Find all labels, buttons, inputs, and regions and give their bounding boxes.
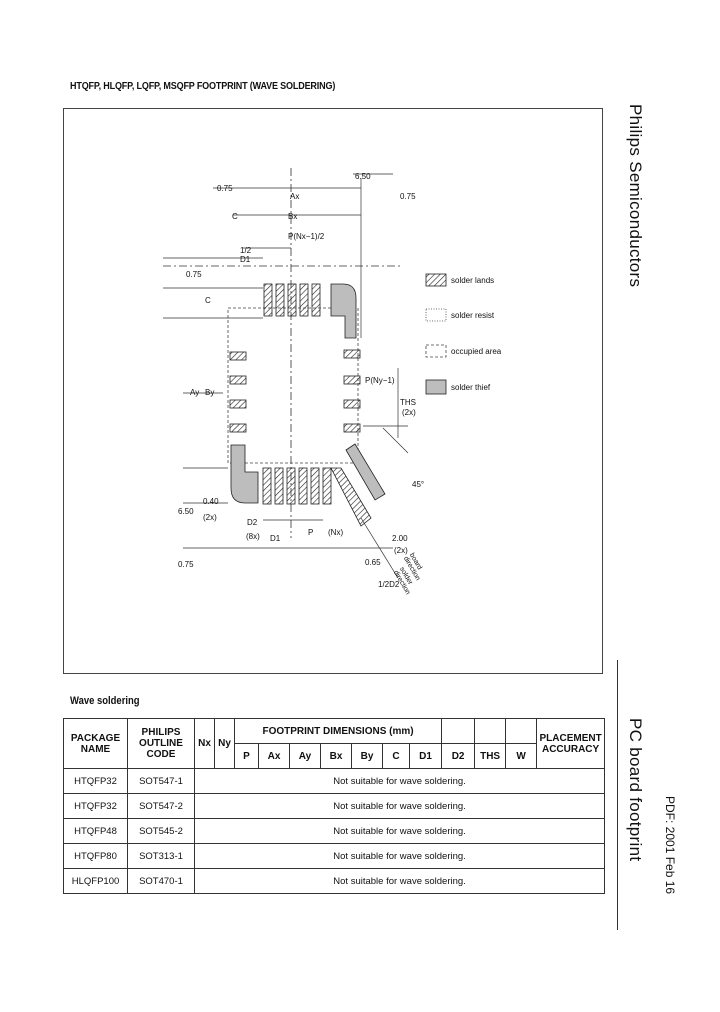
page-title: HTQFP, HLQFP, LQFP, MSQFP FOOTPRINT (WAV…: [70, 80, 336, 92]
dim-0-75-right: 0.75: [400, 192, 416, 201]
col-d1: D1: [408, 743, 443, 769]
dim-2-00: 2.00: [392, 534, 408, 543]
left-land-column: [229, 351, 247, 433]
header-footprint-dimensions: FOOTPRINT DIMENSIONS (mm): [233, 718, 443, 744]
bottom-land-row: [262, 467, 332, 505]
header-package-name: PACKAGE NAME: [63, 718, 128, 769]
dim-pnx: P(Nx−1)/2: [288, 232, 325, 241]
cell-outline: SOT313-1: [127, 843, 195, 869]
dim-45deg: 45°: [412, 480, 425, 489]
dim-0-40-2x: (2x): [203, 513, 217, 522]
col-p: P: [234, 743, 259, 769]
header-placement-accuracy: PLACEMENT ACCURACY: [536, 718, 606, 769]
dim-p: P: [308, 528, 314, 537]
cell-note: Not suitable for wave soldering.: [193, 843, 606, 869]
col-c: C: [382, 743, 410, 769]
header-ny: Ny: [214, 718, 235, 769]
cell-package: HTQFP32: [63, 768, 128, 794]
side-rule: [617, 660, 618, 930]
col-by: By: [351, 743, 383, 769]
legend-solder-thief: solder thief: [451, 383, 491, 392]
cell-outline: SOT547-2: [127, 793, 195, 819]
cell-package: HTQFP48: [63, 818, 128, 844]
header-filler-1: [441, 718, 476, 744]
cell-outline: SOT470-1: [127, 868, 195, 894]
table-row: HTQFP48 SOT545-2 Not suitable for wave s…: [63, 818, 606, 844]
table-row: HLQFP100 SOT470-1 Not suitable for wave …: [63, 868, 606, 894]
col-bx: Bx: [320, 743, 352, 769]
footprint-table: PACKAGE NAME PHILIPS OUTLINE CODE Nx Ny …: [63, 718, 606, 894]
dim-6-50: 6.50: [355, 172, 371, 181]
header-nx: Nx: [194, 718, 215, 769]
col-ax: Ax: [258, 743, 290, 769]
dim-ax: Ax: [290, 192, 300, 201]
dim-ay: Ay: [190, 388, 200, 397]
dim-c-left: C: [205, 296, 211, 305]
dim-ths: THS: [400, 398, 416, 407]
dim-d1: D1: [270, 534, 281, 543]
diagram-frame: [63, 108, 603, 674]
cell-note: Not suitable for wave soldering.: [193, 818, 606, 844]
cell-note: Not suitable for wave soldering.: [193, 768, 606, 794]
header-filler-2: [474, 718, 507, 744]
footprint-diagram: [163, 168, 447, 579]
cell-package: HTQFP80: [63, 843, 128, 869]
legend-solder-lands: solder lands: [451, 276, 495, 285]
pdf-date: PDF: 2001 Feb 16: [663, 796, 677, 895]
dim-by: By: [205, 388, 215, 397]
header-outline-code: PHILIPS OUTLINE CODE: [127, 718, 195, 769]
dim-bx: Bx: [288, 212, 298, 221]
dim-2-00-2x: (2x): [394, 546, 408, 555]
dim-ths-2x: (2x): [402, 408, 416, 417]
dim-0-75-bottom: 0.75: [178, 560, 194, 569]
cell-package: HTQFP32: [63, 793, 128, 819]
cell-outline: SOT545-2: [127, 818, 195, 844]
dim-6-50-left: 6.50: [178, 507, 194, 516]
cell-note: Not suitable for wave soldering.: [193, 793, 606, 819]
col-ths: THS: [474, 743, 507, 769]
header-filler-3: [505, 718, 538, 744]
top-land-row: [263, 283, 321, 317]
cell-note: Not suitable for wave soldering.: [193, 868, 606, 894]
dim-d2-8x: (8x): [246, 532, 260, 541]
col-w: W: [505, 743, 538, 769]
right-land-column: [343, 349, 361, 433]
table-row: HTQFP32 SOT547-2 Not suitable for wave s…: [63, 793, 606, 819]
cell-outline: SOT547-1: [127, 768, 195, 794]
cell-package: HLQFP100: [63, 868, 128, 894]
section-name: PC board footprint: [626, 718, 645, 862]
dim-c-top: C: [232, 212, 238, 221]
table-row: HTQFP32 SOT547-1 Not suitable for wave s…: [63, 768, 606, 794]
dim-0-40: 0.40: [203, 497, 219, 506]
table-section-title: Wave soldering: [70, 695, 140, 707]
dim-d2: D2: [247, 518, 258, 527]
legend-occupied-area: occupied area: [451, 347, 502, 356]
dim-pny: P(Ny−1): [365, 376, 395, 385]
table-row: HTQFP80 SOT313-1 Not suitable for wave s…: [63, 843, 606, 869]
dim-half-d1: 1/2 D1: [240, 246, 252, 264]
dim-0-75-left: 0.75: [186, 270, 202, 279]
col-d2: D2: [441, 743, 476, 769]
col-ay: Ay: [289, 743, 321, 769]
company-name: Philips Semiconductors: [626, 104, 645, 288]
legend-solder-resist: solder resist: [451, 311, 495, 320]
dim-half-d2: 1/2D2: [378, 580, 400, 589]
dim-0-65: 0.65: [365, 558, 381, 567]
dim-p-nx: (Nx): [328, 528, 344, 537]
dim-0-75: 0.75: [217, 184, 233, 193]
